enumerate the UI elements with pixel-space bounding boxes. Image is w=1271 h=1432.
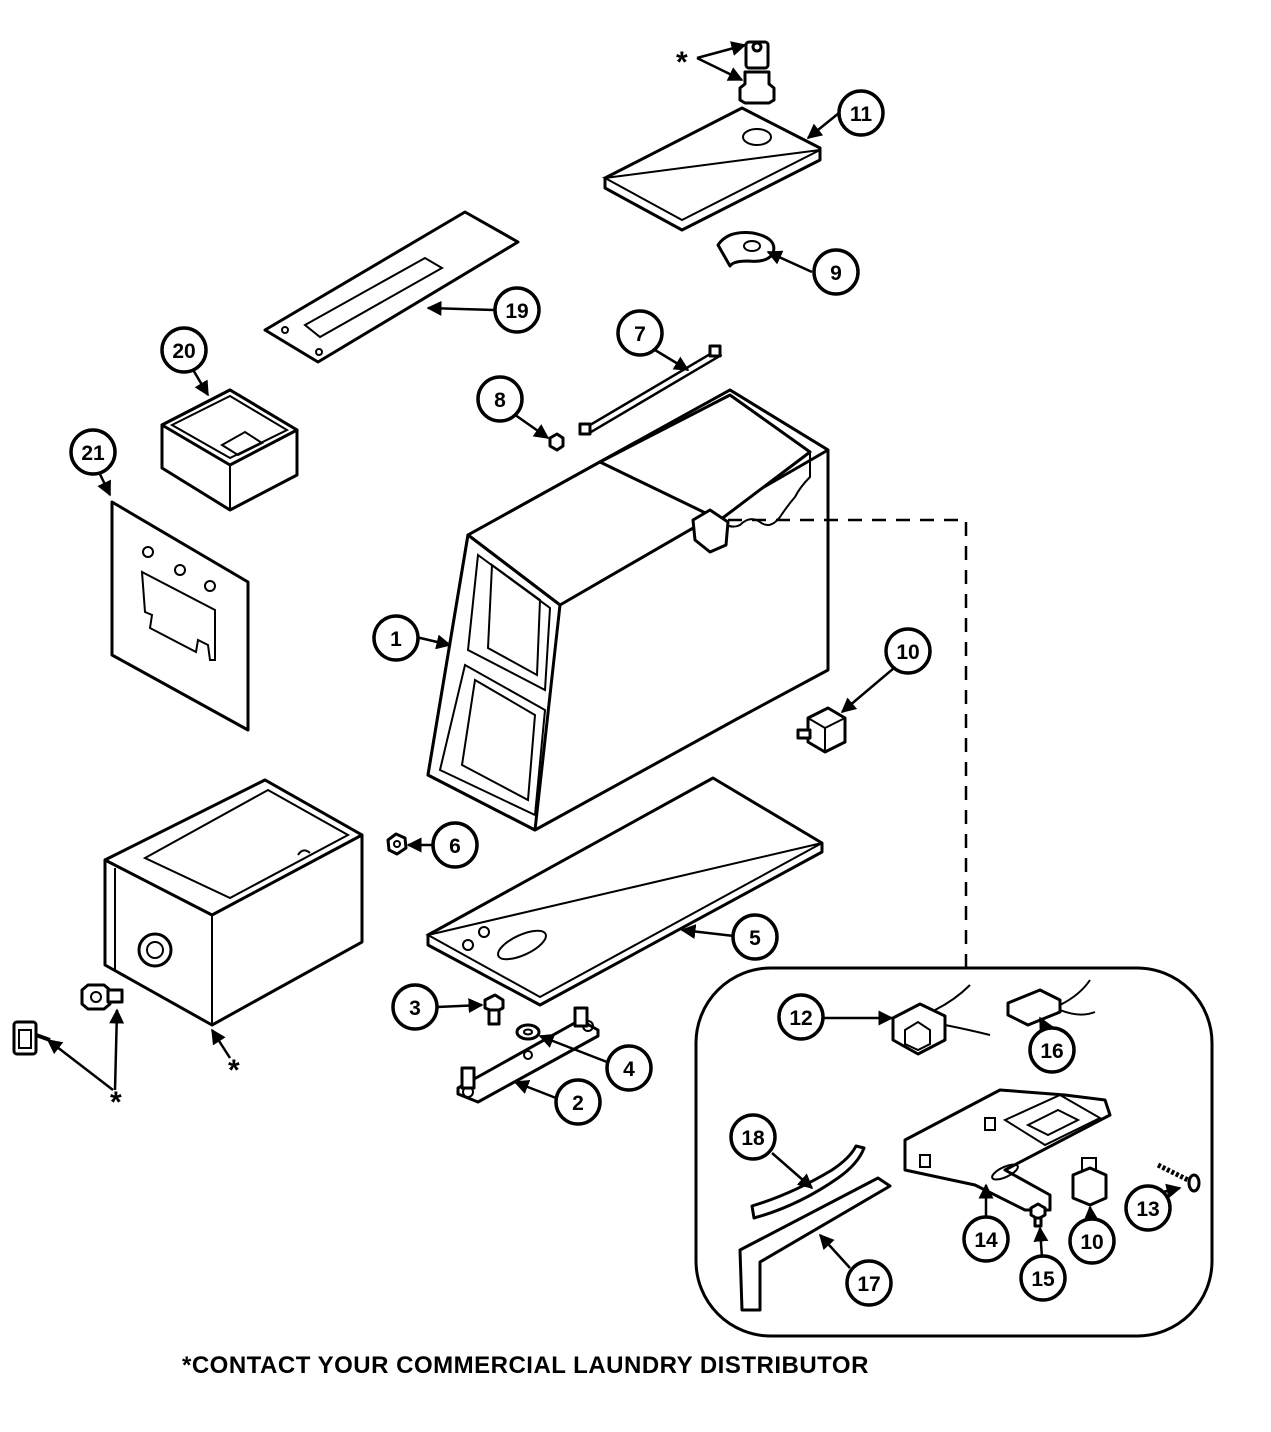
part-19-plate — [263, 210, 520, 364]
part-5-base-plate — [425, 776, 824, 1007]
svg-text:10: 10 — [896, 641, 919, 664]
callout-19: 19 — [493, 286, 541, 334]
part-21-faceplate — [110, 500, 250, 732]
part-20-coin-box — [160, 388, 299, 512]
part-13-screw — [1156, 1162, 1201, 1193]
svg-text:16: 16 — [1040, 1040, 1063, 1063]
svg-text:2: 2 — [572, 1092, 584, 1115]
svg-text:10: 10 — [1080, 1231, 1103, 1254]
part-3-bolt — [483, 993, 505, 1026]
svg-text:17: 17 — [857, 1273, 880, 1296]
part-14-bracket — [903, 1088, 1112, 1212]
callout-1: 1 — [372, 614, 420, 662]
svg-text:11: 11 — [850, 103, 873, 126]
callout-14: 14 — [962, 1215, 1010, 1263]
callout-15: 15 — [1019, 1254, 1067, 1302]
callout-18: 18 — [729, 1113, 777, 1161]
part-11-top-cover — [601, 40, 822, 232]
callout-21: 21 — [69, 428, 117, 476]
callout-10-lower: 10 — [1068, 1217, 1116, 1265]
svg-text:1: 1 — [390, 628, 402, 651]
drawer-lock-cylinder — [80, 983, 124, 1011]
callout-8: 8 — [476, 375, 524, 423]
callout-11: 11 — [837, 89, 885, 137]
part-12-switch — [891, 984, 991, 1056]
callout-12: 12 — [777, 993, 825, 1041]
part-9-cam — [716, 231, 776, 268]
svg-text:3: 3 — [409, 997, 421, 1020]
svg-text:6: 6 — [449, 835, 461, 858]
asterisk-lock: * — [110, 1086, 122, 1119]
callout-16: 16 — [1028, 1026, 1076, 1074]
callout-5: 5 — [731, 913, 779, 961]
callout-13: 13 — [1124, 1184, 1172, 1232]
callout-9: 9 — [812, 248, 860, 296]
callout-17: 17 — [845, 1259, 893, 1307]
svg-text:15: 15 — [1031, 1268, 1055, 1291]
svg-text:12: 12 — [789, 1007, 812, 1030]
footnote: *CONTACT YOUR COMMERCIAL LAUNDRY DISTRIB… — [182, 1352, 869, 1379]
svg-text:21: 21 — [81, 442, 105, 465]
svg-text:8: 8 — [494, 389, 506, 412]
callout-10-upper: 10 — [884, 627, 932, 675]
part-6-nut — [386, 832, 408, 856]
svg-text:9: 9 — [830, 262, 842, 285]
callout-20: 20 — [160, 326, 208, 374]
callout-2: 2 — [554, 1078, 602, 1126]
svg-text:18: 18 — [741, 1127, 765, 1150]
part-7-shaft — [578, 344, 723, 436]
svg-text:13: 13 — [1136, 1198, 1159, 1221]
svg-text:19: 19 — [505, 300, 528, 323]
part-8-nut — [548, 432, 565, 452]
part-15-screw — [1029, 1202, 1047, 1228]
coin-drawer — [103, 778, 364, 1027]
asterisk-top: * — [676, 46, 688, 79]
part-10-switch-upper — [796, 706, 847, 754]
asterisk-drawer: * — [228, 1054, 240, 1087]
callout-4: 4 — [605, 1044, 653, 1092]
svg-text:5: 5 — [749, 927, 761, 950]
svg-text:14: 14 — [974, 1229, 998, 1252]
part-17-actuator — [738, 1176, 892, 1312]
dashed-connector — [728, 518, 968, 968]
part-2-bracket — [456, 1006, 600, 1104]
inset-frame — [694, 966, 1214, 1338]
callout-7: 7 — [616, 309, 664, 357]
drawer-key — [12, 1020, 51, 1056]
svg-text:4: 4 — [623, 1058, 635, 1081]
svg-text:20: 20 — [172, 340, 195, 363]
part-4-washer — [515, 1023, 541, 1041]
part-16-switch — [1006, 979, 1096, 1027]
callout-3: 3 — [391, 983, 439, 1031]
part-1-housing — [426, 388, 830, 832]
svg-text:7: 7 — [634, 323, 646, 346]
leader-lines — [46, 41, 1182, 1269]
part-10-switch-lower — [1071, 1157, 1108, 1207]
callout-6: 6 — [431, 821, 479, 869]
